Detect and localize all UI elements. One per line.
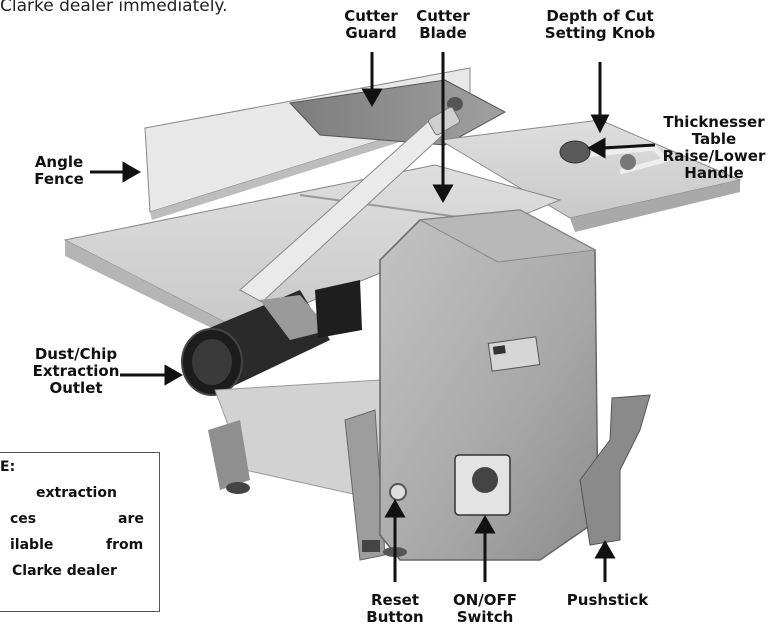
note-line-1: E: [0,459,16,475]
note-line-4b: from [106,537,144,553]
note-line-2: extraction [36,485,117,501]
label-pushstick: Pushstick [566,591,649,609]
cutter-guard-part [288,79,507,146]
note-line-3b: are [118,511,144,527]
note-line-5: Clarke dealer [12,563,117,579]
note-line-4a: ilable [10,537,54,553]
pointer-arrows [90,52,656,582]
note-line-3a: ces [10,511,37,527]
depth-knob-part [559,140,591,164]
intro-text: Clarke dealer immediately. [0,0,228,16]
pushstick-part [579,394,651,546]
note-box: E: extraction ces are ilable from Clarke… [0,452,160,612]
pivot-arm-part [239,119,449,303]
reset-button-part [389,483,407,501]
raise-lower-handle-part [584,145,670,175]
